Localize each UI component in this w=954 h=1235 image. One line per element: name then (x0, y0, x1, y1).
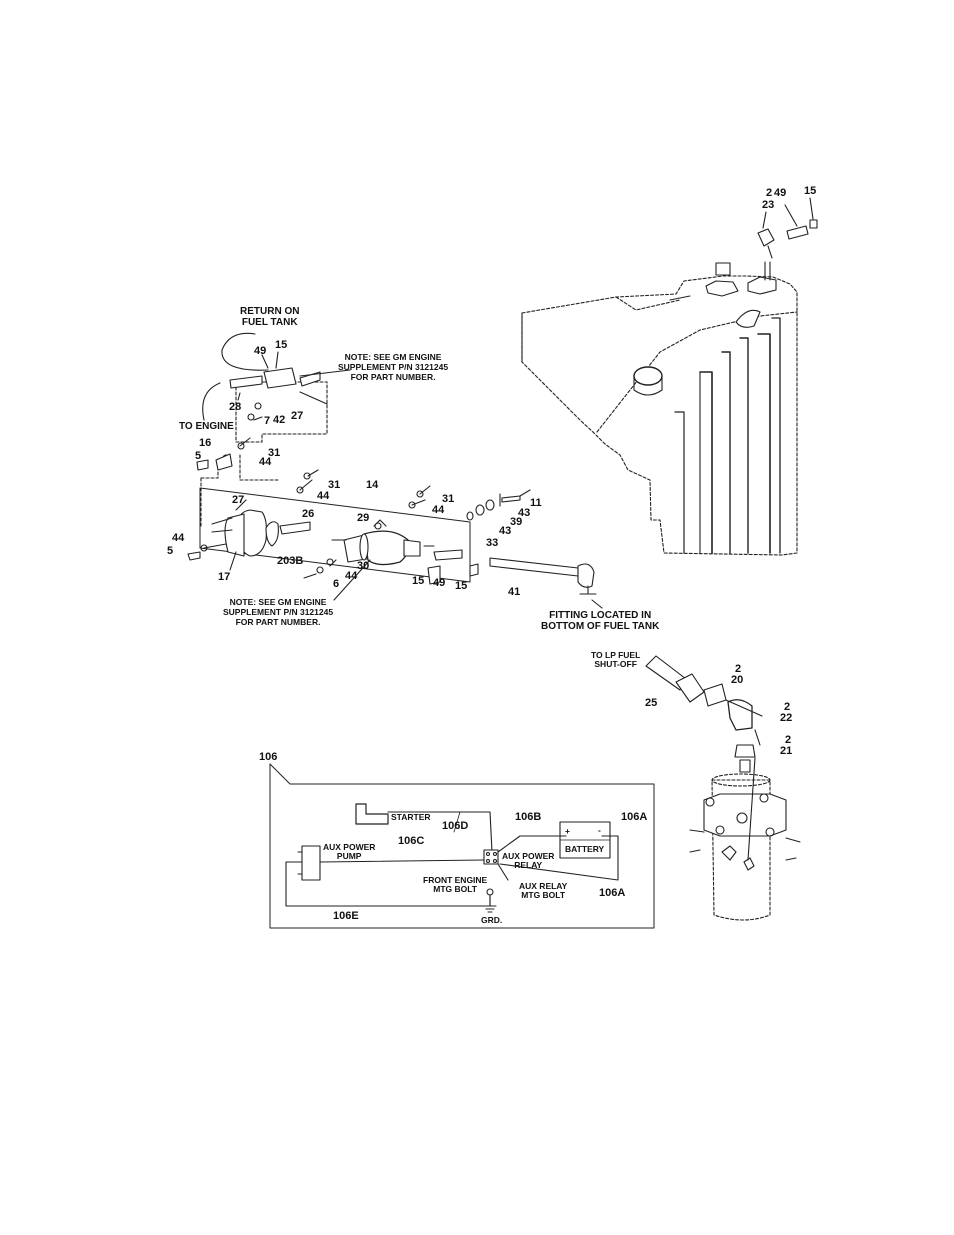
front-mtg-line-2: MTG BOLT (433, 884, 477, 894)
callout-44-a: 44 (259, 456, 272, 468)
callout-15-c: 15 (455, 580, 468, 592)
callout-43-a: 43 (518, 507, 531, 519)
callout-42: 42 (273, 414, 286, 426)
note-top-line-1: NOTE: SEE GM ENGINE (344, 352, 442, 362)
note-mid-line-1: NOTE: SEE GM ENGINE (229, 597, 327, 607)
callout-49-top: 49 (774, 187, 787, 199)
callout-31-c: 31 (442, 493, 455, 505)
callout-21: 21 (780, 745, 793, 757)
callout-203b: 203B (277, 555, 304, 567)
callout-49-b: 49 (433, 577, 446, 589)
starter-label: STARTER (391, 812, 431, 822)
callout-44-e: 44 (345, 570, 358, 582)
tank-top-fittings (757, 197, 818, 259)
callout-27-b: 27 (232, 494, 245, 506)
callout-29: 29 (357, 512, 370, 524)
callout-14: 14 (366, 479, 379, 491)
note-middle: NOTE: SEE GM ENGINE SUPPLEMENT P/N 31212… (223, 597, 333, 627)
callout-44-d: 44 (172, 532, 185, 544)
fuel-tank (521, 261, 798, 556)
fitting-line-2: BOTTOM OF FUEL TANK (541, 621, 660, 632)
callout-16: 16 (199, 437, 212, 449)
callout-15-top: 15 (804, 185, 817, 197)
fitting-location-label: FITTING LOCATED IN BOTTOM OF FUEL TANK (541, 610, 659, 632)
aux-relay-mtg-line-1: AUX RELAY (519, 881, 568, 891)
note-top-line-3: FOR PART NUMBER. (350, 372, 436, 382)
aux-relay-line-1: AUX POWER (502, 851, 555, 861)
wire-106d: 106D (442, 820, 469, 832)
lp-fuel-assembly (645, 655, 801, 921)
callout-5-a: 5 (195, 450, 202, 462)
callout-15-a: 15 (275, 339, 288, 351)
callout-22: 22 (780, 712, 793, 724)
aux-pump-label: AUX POWER PUMP (323, 843, 375, 861)
lp-fuel-label: TO LP FUEL SHUT-OFF (591, 651, 640, 669)
aux-relay-line-2: RELAY (514, 860, 543, 870)
callout-28: 28 (229, 401, 242, 413)
aux-relay-mtg-label: AUX RELAY MTG BOLT (519, 882, 567, 900)
note-top-line-2: SUPPLEMENT P/N 3121245 (338, 362, 449, 372)
callout-106: 106 (259, 751, 278, 763)
callout-31-b: 31 (328, 479, 341, 491)
return-line-2: FUEL TANK (241, 317, 298, 328)
callout-2-22: 2 (784, 701, 791, 713)
note-top: NOTE: SEE GM ENGINE SUPPLEMENT P/N 31212… (338, 352, 448, 382)
callout-27-a: 27 (291, 410, 304, 422)
battery-label: BATTERY (565, 844, 605, 854)
callout-5-b: 5 (167, 545, 174, 557)
callout-31-a: 31 (268, 447, 281, 459)
mounting-plate (187, 437, 531, 601)
ground-label: GRD. (481, 915, 503, 925)
battery-plus: + (565, 826, 570, 836)
wiring-schematic (269, 763, 655, 929)
wire-106a-top: 106A (621, 811, 648, 823)
callout-11: 11 (530, 497, 542, 509)
fuel-line-41 (489, 557, 603, 609)
note-mid-line-2: SUPPLEMENT P/N 3121245 (223, 607, 334, 617)
callout-25: 25 (645, 697, 658, 709)
front-engine-mtg-label: FRONT ENGINE MTG BOLT (423, 876, 487, 894)
return-on-fuel-tank-label: RETURN ON FUEL TANK (240, 306, 299, 328)
callout-6: 6 (333, 578, 340, 590)
return-line-1: RETURN ON (240, 306, 300, 317)
aux-pump-line-2: PUMP (336, 851, 362, 861)
callout-2-21: 2 (785, 734, 792, 746)
callout-41: 41 (508, 586, 521, 598)
to-engine-label: TO ENGINE (179, 421, 234, 432)
aux-relay-label: AUX POWER RELAY (502, 852, 554, 870)
callout-30: 30 (357, 560, 370, 572)
callout-44-b: 44 (317, 490, 330, 502)
callout-43-b: 43 (499, 525, 512, 537)
front-mtg-line-1: FRONT ENGINE (423, 875, 488, 885)
callout-15-b: 15 (412, 575, 425, 587)
callout-49-a: 49 (254, 345, 267, 357)
callout-33: 33 (486, 537, 499, 549)
aux-relay-mtg-line-2: MTG BOLT (521, 890, 566, 900)
aux-pump-line-1: AUX POWER (323, 842, 376, 852)
note-mid-line-3: FOR PART NUMBER. (235, 617, 321, 627)
fitting-line-1: FITTING LOCATED IN (549, 610, 652, 621)
callout-44-c: 44 (432, 504, 445, 516)
callout-20: 20 (731, 674, 744, 686)
wire-106e: 106E (333, 910, 359, 922)
wire-106c: 106C (398, 835, 425, 847)
callout-2-top: 2 (766, 187, 773, 199)
wire-106a-bottom: 106A (599, 887, 626, 899)
callout-7: 7 (264, 415, 271, 427)
battery-minus: - (598, 825, 601, 835)
callout-2-20: 2 (735, 663, 742, 675)
callout-39: 39 (510, 516, 523, 528)
upper-bracket-assembly (202, 332, 351, 443)
callout-17: 17 (218, 571, 231, 583)
callout-23: 23 (762, 199, 775, 211)
callout-26: 26 (302, 508, 315, 520)
lp-line-1: TO LP FUEL (591, 650, 641, 660)
lp-line-2: SHUT-OFF (594, 659, 637, 669)
wire-106b: 106B (515, 811, 542, 823)
